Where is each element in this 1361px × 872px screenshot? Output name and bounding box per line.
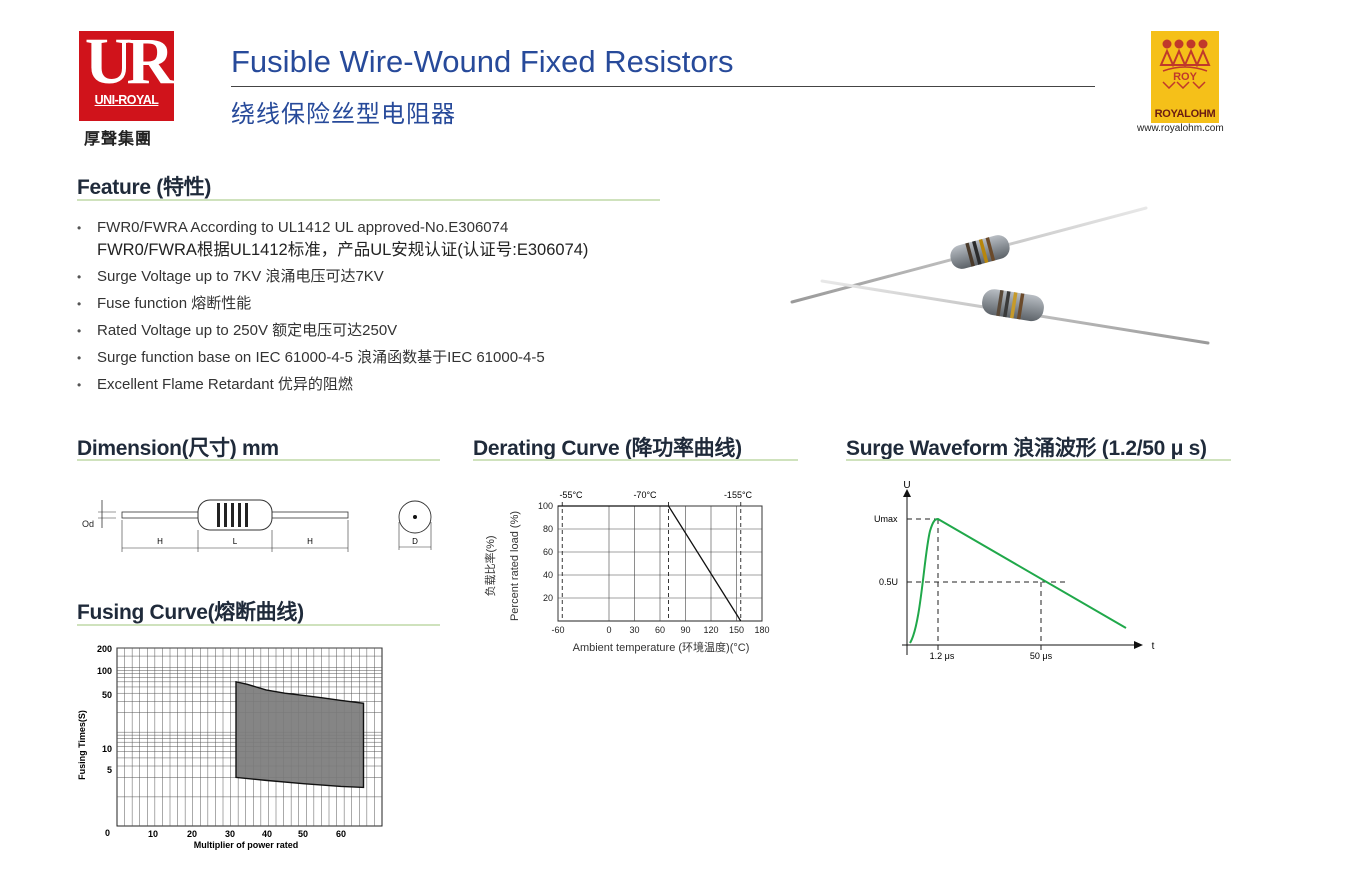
derating-xtick: 0 [606,625,611,635]
derating-top-label: -155°C [724,490,753,500]
surge-y-arrow-icon [903,489,911,497]
dimension-h-right-label: H [307,537,313,546]
derating-curve [558,505,742,622]
ur-logo-mark: UR [84,25,174,98]
royalohm-url[interactable]: www.royalohm.com [1137,123,1224,134]
surge-title: Surge Waveform 浪涌波形 (1.2/50 μ s) [846,437,1207,460]
fusing-ytick: 5 [107,765,112,775]
royal-logo-name: ROYALOHM [1154,108,1216,120]
derating-ytick: 80 [543,524,553,534]
derating-xtick: -60 [551,625,564,635]
fusing-ytick: 50 [102,690,112,700]
fusing-xtick: 40 [262,829,272,839]
title-divider [231,86,1095,87]
feature-item-text-cn: FWR0/FWRA根据UL1412标准，产品UL安规认证(认证号:E306074… [97,241,589,259]
derating-ylabel-cn: 负载比率(%) [483,535,497,596]
fusing-area [235,680,365,789]
feature-item-text: Excellent Flame Retardant 优异的阻燃 [97,376,353,393]
fusing-xtick: 50 [298,829,308,839]
fusing-xtick: 10 [148,829,158,839]
dimension-h-left-label: H [157,537,163,546]
fusing-xtick: 20 [187,829,197,839]
fusing-title-rule [77,624,440,626]
fusing-xlabel: Multiplier of power rated [194,840,299,850]
crown-icon: ROY [1159,39,1211,89]
derating-xtick: 150 [729,625,744,635]
fusing-ytick: 0 [105,828,110,838]
feature-item-text: Surge Voltage up to 7KV 浪涌电压可达7KV [97,268,384,285]
derating-top-label: -55°C [559,490,583,500]
surge-y-label: U [903,480,910,491]
dimension-d-label: D [412,537,418,546]
derating-title-rule [473,459,798,461]
surge-chart: U t Umax 0.5U 1.2 μs 50 μs [874,480,1155,661]
feature-item: Surge function base on IEC 61000-4-5 浪涌函… [77,348,717,368]
derating-ylabel-en: Percent rated load (%) [509,511,521,621]
derating-top-label: -70°C [633,490,657,500]
feature-item: Rated Voltage up to 250V 额定电压可达250V [77,321,717,341]
fusing-chart: Fusing Times(S) 200 100 50 10 5 0 10 20 … [77,644,383,850]
feature-item-text: FWR0/FWRA According to UL1412 UL approve… [97,219,509,236]
derating-title: Derating Curve (降功率曲线) [473,437,742,460]
resistor-product-image [790,206,1210,345]
surge-umax-label: Umax [874,514,898,524]
surge-waveform-line [909,517,1127,644]
feature-item: FWR0/FWRA According to UL1412 UL approve… [77,218,717,260]
uniroyal-logo: UR UNI-ROYAL [79,25,174,121]
surge-x-arrow-icon [1134,641,1143,649]
surge-x-label: t [1152,641,1155,652]
feature-title: Feature (特性) [77,176,212,199]
feature-item-text: Rated Voltage up to 250V 额定电压可达250V [97,322,398,339]
fusing-ytick: 10 [102,744,112,754]
derating-ytick: 60 [543,547,553,557]
fusing-ytick: 100 [97,666,112,676]
surge-half-label: 0.5U [879,577,898,587]
feature-title-rule [77,199,660,201]
fusing-title: Fusing Curve(熔断曲线) [77,601,304,624]
feature-list: FWR0/FWRA According to UL1412 UL approve… [77,218,717,402]
feature-item: Excellent Flame Retardant 优异的阻燃 [77,375,717,395]
derating-xtick: 60 [655,625,665,635]
dimension-title: Dimension(尺寸) mm [77,437,279,460]
feature-item: Surge Voltage up to 7KV 浪涌电压可达7KV [77,267,717,287]
dimension-diagram: Od H L H D [82,499,432,552]
fusing-band [235,680,365,789]
page-title-en: Fusible Wire-Wound Fixed Resistors [231,44,734,79]
dimension-od-label: Od [82,519,94,529]
page-title-cn: 绕线保险丝型电阻器 [231,101,456,128]
royal-logo-mark: ROY [1173,71,1198,83]
surge-t2-label: 50 μs [1030,651,1053,661]
derating-lines [558,502,742,622]
dimension-l-label: L [233,537,238,546]
derating-xtick: 120 [703,625,718,635]
ur-logo-brand: UNI-ROYAL [94,93,159,107]
derating-ytick: 40 [543,570,553,580]
surge-title-rule [846,459,1231,461]
feature-item-text: Fuse function 熔断性能 [97,295,252,312]
feature-item: Fuse function 熔断性能 [77,294,717,314]
feature-item-text: Surge function base on IEC 61000-4-5 浪涌函… [97,349,545,366]
fusing-ytick: 200 [97,644,112,654]
ur-logo-group-name: 厚聲集團 [84,129,153,148]
dimension-title-rule [77,459,440,461]
derating-chart: -60 0 30 60 90 120 150 180 100 80 60 40 20 -55°C -70… [483,490,770,654]
royalohm-logo: ROY ROYALOHM [1151,31,1219,123]
fusing-xtick: 60 [336,829,346,839]
fusing-xtick: 30 [225,829,235,839]
derating-xlabel: Ambient temperature (环境温度)(°C) [573,640,750,654]
derating-xtick: 180 [754,625,769,635]
fusing-ylabel: Fusing Times(S) [77,710,87,780]
derating-ytick: 20 [543,593,553,603]
derating-grid: -60 0 30 60 90 120 150 180 100 80 60 40 20 [538,501,770,635]
derating-xtick: 90 [680,625,690,635]
surge-t1-label: 1.2 μs [930,651,955,661]
derating-ytick: 100 [538,501,553,511]
derating-xtick: 30 [629,625,639,635]
